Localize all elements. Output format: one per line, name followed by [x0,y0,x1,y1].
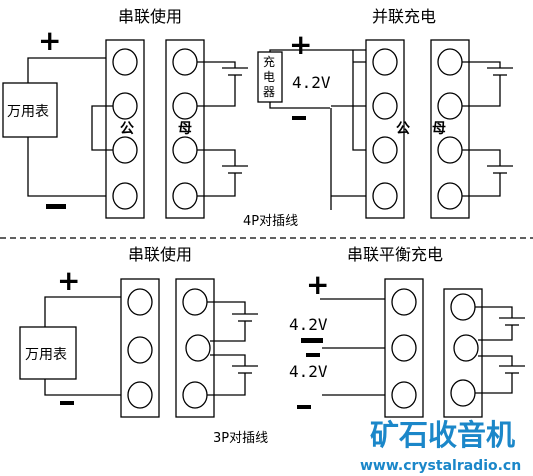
watermark-url: www.crystalradio.cn [360,458,521,474]
caption-4p: 4P对插线 [243,214,298,229]
top-right-plus-sign: + [289,28,312,61]
watermark-brand: 矿石收音机 [370,418,515,452]
top-left-series-panel: 串联使用 + 万用表 公 母 [2,7,248,219]
bottom-left-title: 串联使用 [128,245,192,264]
bottom-left-female-pin-2 [185,334,211,362]
top-right-male-label: 公 [396,121,410,137]
bottom-left-male-pin-1 [127,288,153,316]
top-left-female-connector [165,39,205,219]
bottom-right-plus-sign: + [306,268,329,301]
top-right-cell-1 [462,61,513,107]
bottom-left-cell-1 [207,301,258,342]
top-right-title: 并联充电 [372,7,436,26]
charger-label-1: 充 [263,54,275,69]
top-right-plus-tap [352,50,370,151]
bottom-right-voltage-1: 4.2V [289,315,328,334]
bottom-right-male-pin-2 [391,334,417,362]
top-right-plus-bus [269,49,392,52]
top-right-minus-sign [292,116,306,120]
top-right-parallel-panel: 并联充电 + 充 电 器 4.2V 公 母 [257,7,513,219]
bottom-left-cell-2 [207,354,258,396]
top-left-minus-wire [27,137,122,197]
top-left-female-label: 母 [178,121,192,137]
top-right-voltage-label: 4.2V [292,73,331,92]
bottom-left-male-pin-3 [127,381,153,409]
charger-label-3: 器 [263,85,275,99]
top-right-female-label: 母 [432,121,446,137]
top-left-multimeter-box [2,82,58,138]
bottom-left-minus-wire [44,379,138,396]
bottom-right-female-connector [443,288,483,418]
top-left-cell-1 [197,61,248,107]
top-right-female-connector [430,39,470,219]
top-left-multimeter-label: 万用表 [7,104,49,120]
bottom-right-voltage-2: 4.2V [289,362,328,381]
bottom-right-minus-sign [297,405,311,409]
bottom-right-balance-panel: 串联平衡充电 + 4.2V 4.2V [289,245,525,418]
top-left-minus-sign [46,204,66,209]
top-right-cell-2 [462,149,513,197]
top-left-male-label: 公 [120,121,134,137]
bottom-left-plus-sign: + [57,264,80,297]
bottom-right-male-pin-1 [391,288,417,316]
charger-label-2: 电 [263,70,275,84]
top-left-title: 串联使用 [118,7,182,26]
top-right-male-connector [365,39,405,219]
bottom-right-cell-1 [475,306,525,341]
top-right-male-pin-3 [372,136,398,164]
top-left-male-pin-1 [112,48,138,76]
bottom-right-mid-bar [301,338,323,343]
bottom-right-male-pin-3 [391,381,417,409]
bottom-right-cell-2 [475,355,525,394]
top-left-cell-2 [197,149,248,197]
bottom-left-minus-sign [60,401,74,405]
bottom-left-female-connector [175,278,215,418]
bottom-right-mid-minus [306,353,320,357]
bottom-left-multimeter-label: 万用表 [25,347,67,363]
top-left-plus-sign: + [38,24,61,57]
caption-3p: 3P对插线 [213,431,268,446]
bottom-right-male-connector [384,278,424,418]
top-right-male-pin-1 [372,48,398,76]
top-left-plus-wire [27,57,122,83]
bottom-left-male-connector [120,278,160,418]
bottom-left-plus-wire [44,296,138,327]
top-right-minus-bus-stub [269,102,330,109]
top-left-male-connector [105,39,145,219]
watermark: 矿石收音机 www.crystalradio.cn [360,418,521,474]
top-right-male-pin-2 [372,92,398,120]
top-left-male-pin-4 [112,182,138,210]
bottom-right-title: 串联平衡充电 [347,245,443,264]
bottom-right-female-pin-2 [453,334,479,362]
bottom-left-multimeter-box [19,326,77,380]
bottom-left-male-pin-2 [127,336,153,364]
top-right-male-pin-4 [372,182,398,210]
bottom-left-series-panel: 串联使用 + 万用表 [19,245,258,418]
top-left-male-jumper [91,105,113,151]
